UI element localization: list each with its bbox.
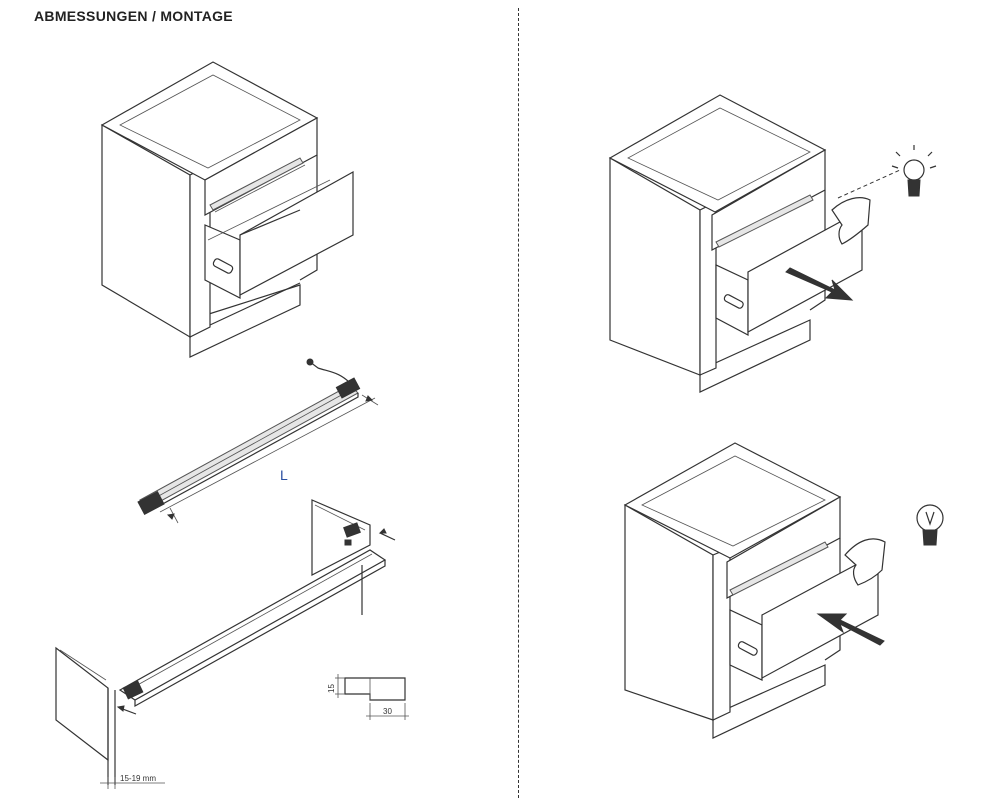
profile-section: 15 30 bbox=[327, 674, 409, 720]
light-bulb-on-icon bbox=[916, 504, 944, 546]
cabinet-open-drawer-left bbox=[100, 61, 354, 358]
height-label: 15 bbox=[327, 684, 336, 693]
section-divider bbox=[518, 8, 519, 798]
cabinet-drawer-closed-bottom bbox=[623, 442, 944, 739]
length-label: L bbox=[280, 467, 288, 483]
gap-label: 15-19 mm bbox=[120, 774, 156, 783]
led-bar-length: L bbox=[137, 358, 379, 524]
mounting-detail: 15-19 mm bbox=[55, 499, 396, 789]
page-title: ABMESSUNGEN / MONTAGE bbox=[34, 8, 233, 24]
light-bulb-off-icon bbox=[891, 145, 937, 197]
cabinet-drawer-open-top bbox=[608, 94, 937, 393]
width-label: 30 bbox=[383, 707, 392, 716]
